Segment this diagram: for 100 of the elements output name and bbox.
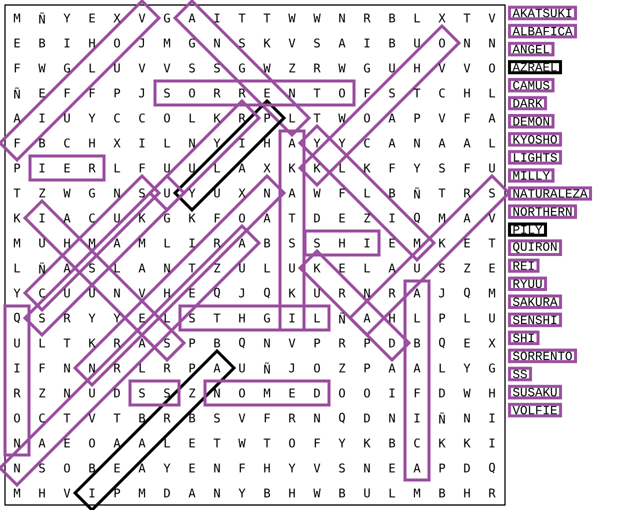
grid-letter: T [264, 438, 270, 448]
grid-letter: B [389, 38, 396, 48]
grid-letter: I [240, 138, 244, 148]
grid-letter: R [164, 364, 171, 372]
grid-letter: A [264, 214, 270, 222]
grid-letter: R [164, 414, 171, 422]
grid-letter: D [464, 464, 470, 472]
grid-letter: B [264, 488, 270, 498]
grid-letter: V [88, 414, 96, 422]
grid-letter: Z [464, 264, 470, 272]
grid-letter: N [289, 88, 295, 98]
grid-letter: U [114, 64, 120, 72]
grid-letter: N [489, 38, 495, 48]
grid-letter: T [214, 438, 220, 448]
grid-letter: I [140, 138, 144, 148]
grid-letter: B [89, 464, 96, 472]
grid-letter: V [488, 14, 496, 22]
grid-letter: Y [338, 138, 346, 148]
grid-letter: S [314, 38, 320, 48]
grid-letter: Z [39, 388, 46, 398]
grid-letter: F [464, 164, 470, 172]
grid-letter: Y [188, 188, 196, 198]
grid-letter: O [89, 438, 95, 448]
grid-letter: E [90, 14, 95, 22]
grid-letter: M [414, 488, 420, 498]
grid-letter: Ñ [414, 187, 420, 199]
grid-letter: B [389, 188, 396, 198]
grid-letter: A [464, 214, 470, 222]
grid-letter: V [238, 414, 246, 422]
grid-letter: H [264, 138, 270, 148]
grid-letter: I [290, 314, 294, 322]
grid-letter: F [14, 64, 20, 72]
grid-letter: B [439, 488, 446, 498]
grid-letter: V [438, 114, 446, 122]
grid-letter: A [238, 238, 246, 248]
grid-letter: N [364, 288, 370, 298]
grid-letter: G [64, 63, 70, 73]
grid-letter: I [64, 38, 70, 48]
grid-letter: I [190, 238, 194, 248]
word-box: REI [508, 258, 540, 273]
grid-letter: N [164, 264, 170, 272]
grid-letter: F [40, 364, 45, 372]
grid-letter: M [138, 488, 146, 498]
grid-letter: R [14, 388, 21, 398]
grid-letter: O [239, 213, 245, 223]
word-box: NORTHERN [508, 204, 577, 219]
grid-letter: N [189, 138, 195, 148]
grid-letter: P [314, 338, 320, 348]
grid-letter: V [464, 64, 470, 72]
grid-letter: O [489, 63, 495, 73]
grid-letter: P [364, 338, 370, 348]
grid-letter: B [139, 414, 146, 422]
grid-letter: G [89, 188, 95, 198]
grid-letter: W [338, 64, 346, 72]
grid-letter: E [464, 238, 470, 248]
grid-letter: N [264, 338, 270, 348]
grid-letter: U [414, 38, 420, 48]
grid-letter: M [88, 238, 96, 248]
grid-letter: S [439, 263, 445, 273]
grid-letter: S [164, 338, 170, 348]
grid-letter: Q [339, 412, 345, 424]
grid-letter: C [139, 113, 145, 123]
grid-letter: A [488, 114, 496, 122]
grid-letter: J [139, 38, 144, 48]
grid-letter: E [264, 88, 270, 98]
grid-letter: Q [239, 338, 245, 348]
grid-letter: Z [364, 214, 370, 222]
grid-letter: X [438, 14, 446, 22]
grid-letter: K [364, 164, 371, 172]
grid-letter: L [114, 264, 120, 272]
grid-letter: O [239, 388, 245, 398]
grid-letter: U [239, 364, 245, 372]
grid-letter: G [164, 13, 170, 23]
grid-letter: T [438, 188, 446, 198]
grid-letter: A [414, 364, 420, 372]
grid-letter: Z [39, 188, 46, 198]
grid-letter: C [439, 88, 445, 98]
grid-letter: V [314, 464, 320, 472]
grid-letter: A [438, 138, 446, 148]
grid-letter: B [339, 488, 346, 498]
word-box: SORRENTO [508, 348, 577, 364]
grid-letter: P [114, 488, 120, 498]
grid-letter: M [14, 488, 20, 498]
grid-letter: A [364, 314, 370, 322]
grid-letter: S [89, 263, 95, 273]
grid-letter: T [488, 238, 496, 248]
grid-letter: T [114, 414, 120, 422]
grid-letter: N [89, 364, 95, 372]
grid-letter: N [214, 464, 220, 472]
grid-letter: T [414, 88, 420, 98]
grid-letter: O [289, 438, 295, 448]
grid-letter: Ñ [14, 87, 20, 99]
grid-letter: S [139, 388, 145, 398]
grid-letter: F [90, 88, 95, 98]
grid-letter: R [114, 364, 121, 372]
grid-letter: Y [414, 164, 420, 172]
grid-letter: B [39, 138, 46, 148]
grid-letter: S [39, 313, 45, 323]
grid-letter: T [14, 188, 20, 198]
grid-letter: R [239, 114, 246, 122]
